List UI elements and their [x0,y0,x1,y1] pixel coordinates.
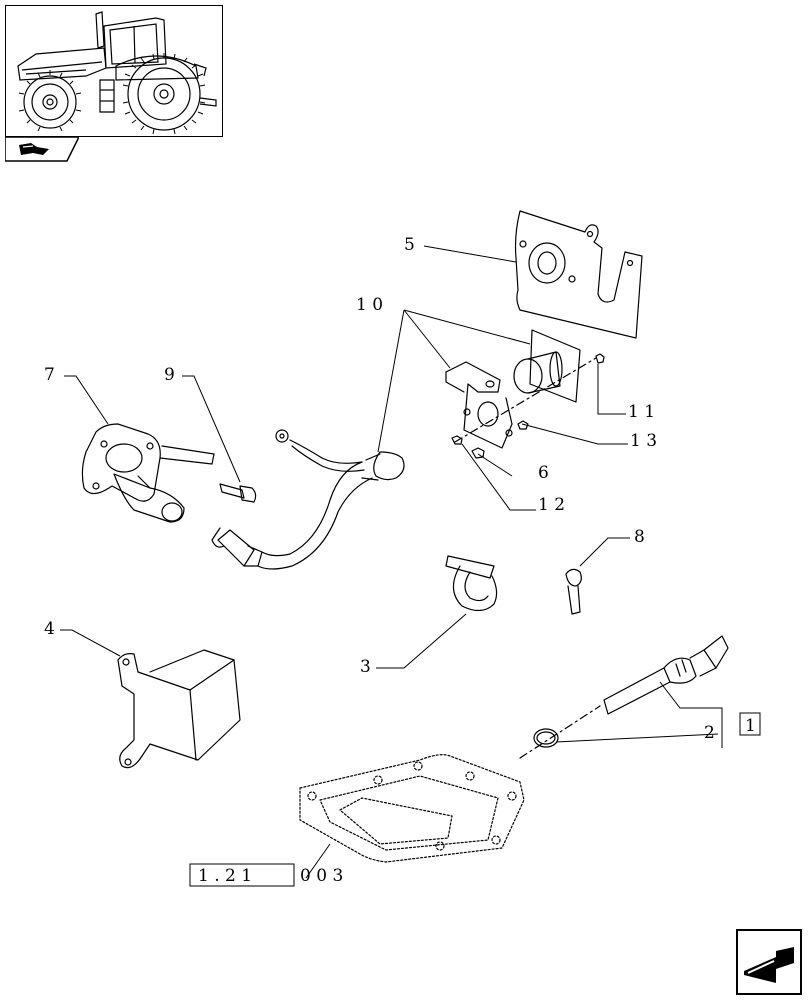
callout-5: 5 [404,235,415,255]
part-2-oring [533,728,559,748]
part-5-plate [514,210,643,339]
reference-box-text: 1 . 2 1 [198,866,252,886]
tractor-thumbnail [5,5,223,137]
callout-3: 3 [360,657,371,677]
part-2-sensor [603,635,729,715]
tractor-thumbnail-icon [17,11,217,135]
part-3-clamp [445,555,498,612]
part-8-bolt [565,568,582,615]
part-10-harness [211,429,405,570]
part-9-bolt [219,483,257,503]
callout-9: 9 [164,365,175,385]
callout-10: 1 0 [356,295,383,315]
section-tab-icon [4,136,81,162]
reference-rest-text: 0 0 3 [300,866,343,886]
part-10-socket [445,329,605,459]
part-4-cover [117,649,241,769]
next-page-arrow-icon [736,929,802,995]
callout-1-box [739,712,761,736]
callout-13: 1 3 [630,431,657,451]
callout-7: 7 [44,365,55,385]
next-page-button[interactable] [736,929,802,995]
callout-6: 6 [538,463,549,483]
callout-11: 1 1 [628,402,655,422]
callout-2: 2 [704,723,715,743]
callout-12: 1 2 [538,495,565,515]
part-7-switch [81,423,215,523]
callout-4: 4 [44,619,55,639]
callout-8: 8 [634,527,645,547]
reference-housing [299,754,525,863]
reference-box[interactable] [189,863,295,887]
section-tab[interactable] [4,136,81,163]
callout-1: 1 [745,716,756,736]
